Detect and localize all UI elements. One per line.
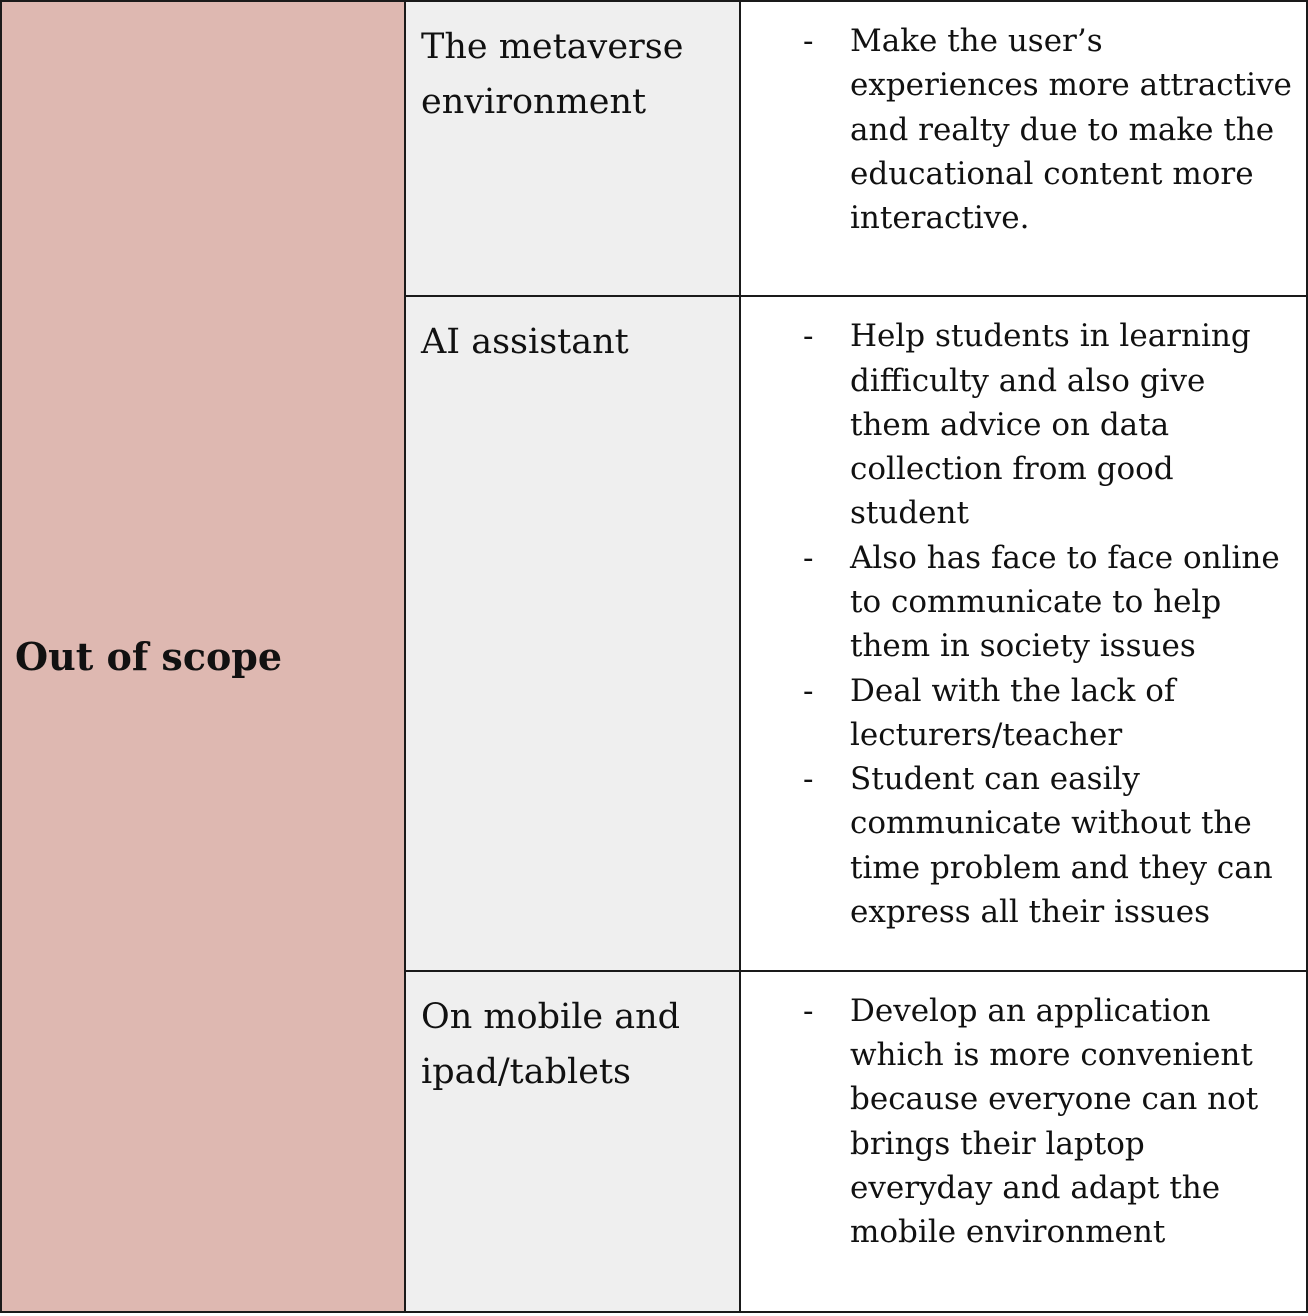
list-item-text: Make the user’s experiences more attract… bbox=[850, 23, 1292, 237]
list-item: - Deal with the lack of lecturers/teache… bbox=[741, 669, 1294, 758]
list-item-text: Help students in learning difficulty and… bbox=[850, 318, 1251, 532]
list-item: - Also has face to face online to commun… bbox=[741, 536, 1294, 669]
category-label: Out of scope bbox=[15, 634, 283, 679]
dash-bullet: - bbox=[803, 672, 814, 709]
feature-cell-ai-assistant: AI assistant bbox=[404, 295, 741, 972]
description-cell: - Develop an application which is more c… bbox=[739, 969, 1308, 1314]
feature-label: The metaverse environment bbox=[421, 27, 684, 122]
feature-cell-metaverse: The metaverse environment bbox=[404, 0, 741, 298]
bullet-list: - Develop an application which is more c… bbox=[741, 972, 1306, 1255]
list-item: - Make the user’s experiences more attra… bbox=[741, 19, 1294, 240]
table-row: On mobile and ipad/tablets - Develop an … bbox=[1, 969, 1308, 1314]
list-item-text: Deal with the lack of lecturers/teacher bbox=[850, 672, 1176, 753]
bullet-list: - Help students in learning difficulty a… bbox=[741, 297, 1306, 934]
list-item: - Student can easily communicate without… bbox=[741, 757, 1294, 934]
list-item-text: Student can easily communicate without t… bbox=[850, 761, 1273, 931]
dash-bullet: - bbox=[803, 539, 814, 576]
list-item: - Help students in learning difficulty a… bbox=[741, 314, 1294, 535]
feature-cell-mobile: On mobile and ipad/tablets bbox=[404, 969, 741, 1314]
description-cell: - Make the user’s experiences more attra… bbox=[739, 0, 1308, 298]
list-item-text: Also has face to face online to communic… bbox=[850, 539, 1280, 665]
list-item-text: Develop an application which is more con… bbox=[850, 992, 1259, 1251]
list-item: - Develop an application which is more c… bbox=[741, 989, 1294, 1255]
feature-label: On mobile and ipad/tablets bbox=[421, 996, 681, 1092]
bullet-list: - Make the user’s experiences more attra… bbox=[741, 2, 1306, 240]
description-cell: - Help students in learning difficulty a… bbox=[739, 295, 1308, 972]
dash-bullet: - bbox=[803, 761, 814, 798]
dash-bullet: - bbox=[803, 23, 814, 59]
dash-bullet: - bbox=[803, 992, 814, 1029]
category-cell: Out of scope bbox=[0, 0, 406, 1313]
table-row: AI assistant - Help students in learning… bbox=[1, 295, 1308, 972]
dash-bullet: - bbox=[803, 318, 814, 355]
feature-label: AI assistant bbox=[421, 322, 629, 363]
